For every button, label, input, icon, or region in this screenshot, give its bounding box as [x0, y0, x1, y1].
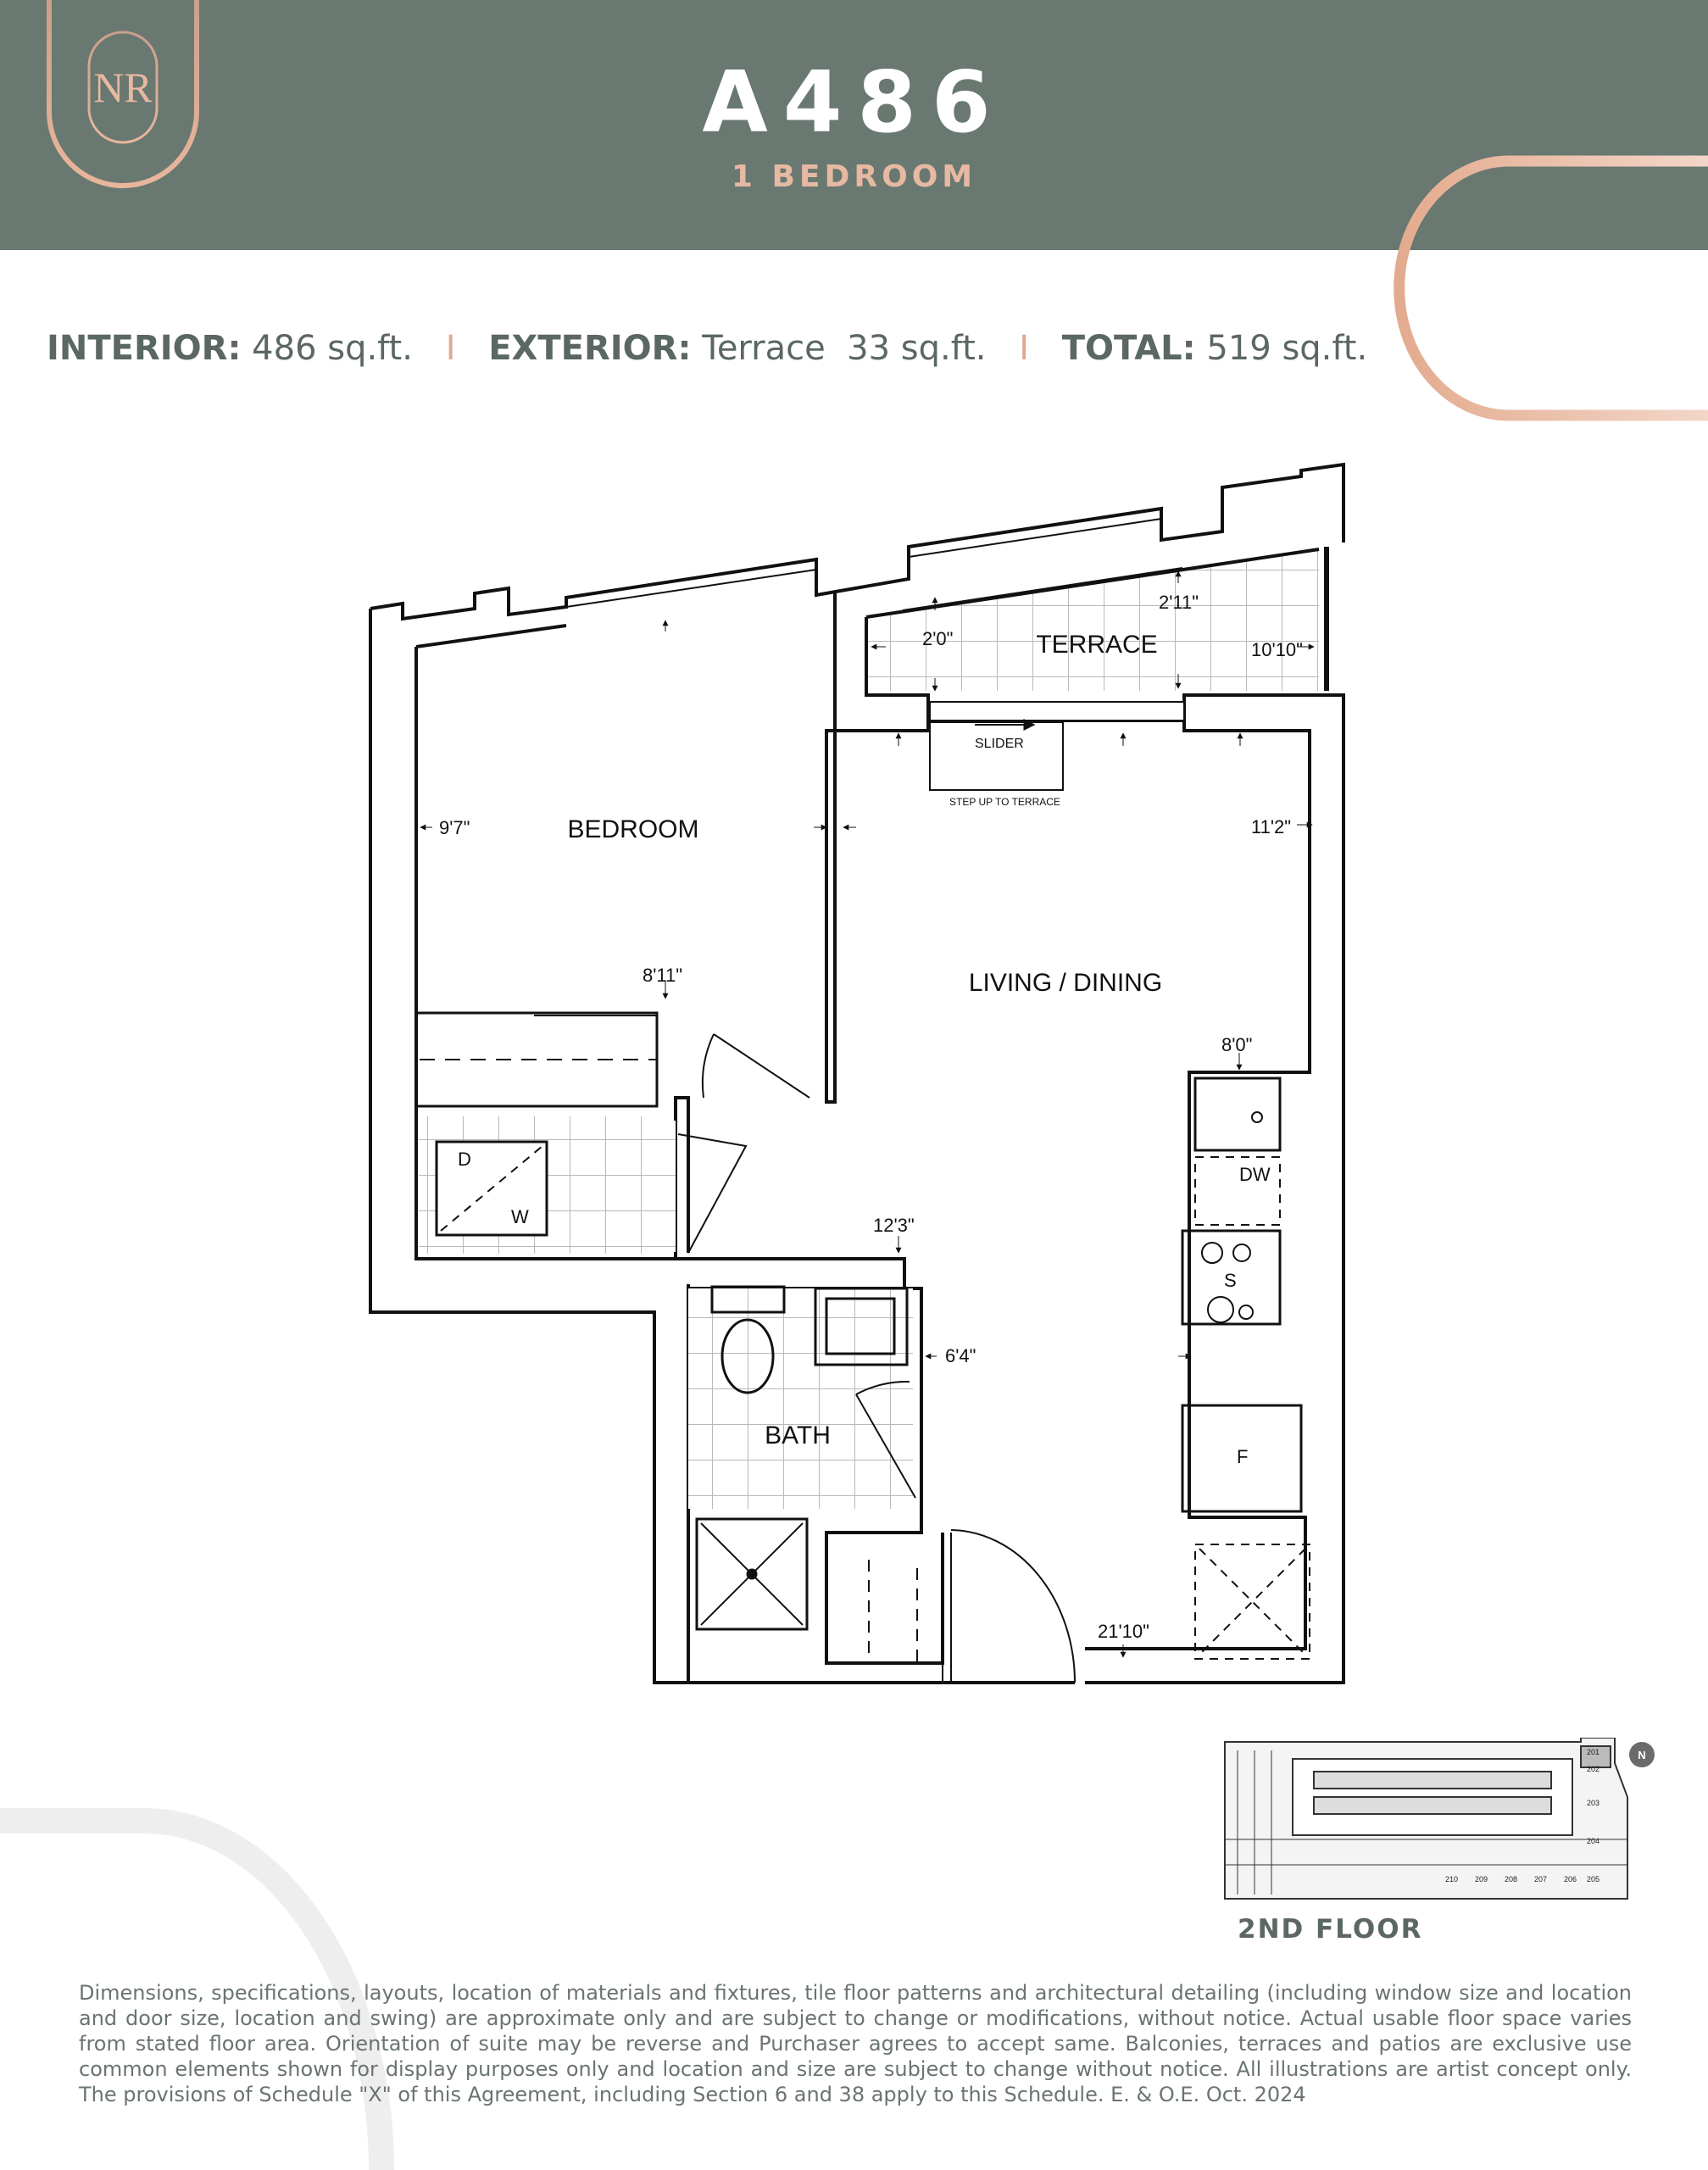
disclaimer: Dimensions, specifications, layouts, loc…	[79, 1981, 1632, 2106]
dim-kitchen-run: 8'0"	[1221, 1034, 1252, 1055]
keyplan-unit: 201	[1587, 1748, 1600, 1756]
keyplan-unit: 207	[1534, 1875, 1547, 1883]
separator: I	[445, 329, 456, 368]
dim-terrace-width: 10'10"	[1251, 639, 1303, 660]
compass-icon	[1629, 1742, 1655, 1767]
keyplan-unit: 210	[1445, 1875, 1458, 1883]
room-bedroom: BEDROOM	[567, 815, 698, 843]
laundry: D W	[421, 1121, 748, 1254]
bedroom-closet	[416, 1011, 659, 1108]
keyplan-unit: 208	[1505, 1875, 1517, 1883]
dim-living-width: 11'2"	[1251, 816, 1291, 837]
dryer-label: D	[458, 1149, 471, 1170]
area-summary: INTERIOR: 486 sq.ft. I EXTERIOR: Terrace…	[47, 329, 1367, 368]
room-bath: BATH	[765, 1422, 831, 1449]
exterior-label: EXTERIOR:	[488, 329, 692, 368]
compass-label: N	[1638, 1749, 1645, 1761]
kitchen	[1181, 1077, 1310, 1660]
dim-living-length: 21'10"	[1098, 1621, 1149, 1642]
keyplan-unit: 204	[1587, 1837, 1600, 1845]
dim-terrace-depth-left: 2'0"	[922, 628, 953, 649]
keyplan-unit: 203	[1587, 1799, 1600, 1807]
unit-name: A486	[702, 53, 1006, 152]
key-plan: 201 202 203 204 205 206 207 208 209 210 …	[1224, 1738, 1655, 1900]
dim-bedroom-length: 8'11"	[643, 965, 682, 986]
windows	[565, 508, 1329, 691]
slider-label: SLIDER	[975, 737, 1024, 751]
keyplan-unit: 205	[1587, 1875, 1600, 1883]
exterior-value: Terrace 33 sq.ft.	[702, 329, 987, 368]
floor-label: 2ND FLOOR	[1238, 1914, 1423, 1945]
bedroom-door	[701, 1033, 810, 1099]
logo-monogram: NR	[93, 64, 153, 111]
room-living-dining: LIVING / DINING	[969, 969, 1162, 997]
interior-value: 486 sq.ft.	[252, 329, 413, 368]
interior-label: INTERIOR:	[47, 329, 242, 368]
unit-type: 1 BEDROOM	[731, 159, 977, 194]
washer-label: W	[511, 1206, 529, 1227]
dishwasher-label: DW	[1239, 1164, 1271, 1185]
stove-label: S	[1224, 1270, 1237, 1291]
dimension-arrows	[420, 570, 1315, 1658]
step-up-label: STEP UP TO TERRACE	[949, 796, 1060, 808]
dim-bedroom-width: 9'7"	[439, 817, 470, 838]
separator: I	[1019, 329, 1030, 368]
fridge-label: F	[1237, 1446, 1248, 1467]
brand-logo: NR	[47, 0, 199, 188]
keyplan-unit: 202	[1587, 1765, 1600, 1773]
dim-bath-width: 6'4"	[945, 1345, 976, 1366]
entry	[868, 1529, 1076, 1683]
room-terrace: TERRACE	[1036, 631, 1157, 659]
dim-hall-length: 12'3"	[873, 1215, 915, 1236]
keyplan-unit: 206	[1564, 1875, 1577, 1883]
keyplan-unit: 209	[1475, 1875, 1488, 1883]
dim-terrace-depth-right: 2'11"	[1159, 592, 1199, 613]
bathroom	[688, 1285, 916, 1631]
slider-door	[929, 701, 1185, 791]
total-value: 519 sq.ft.	[1206, 329, 1368, 368]
total-label: TOTAL:	[1061, 329, 1196, 368]
